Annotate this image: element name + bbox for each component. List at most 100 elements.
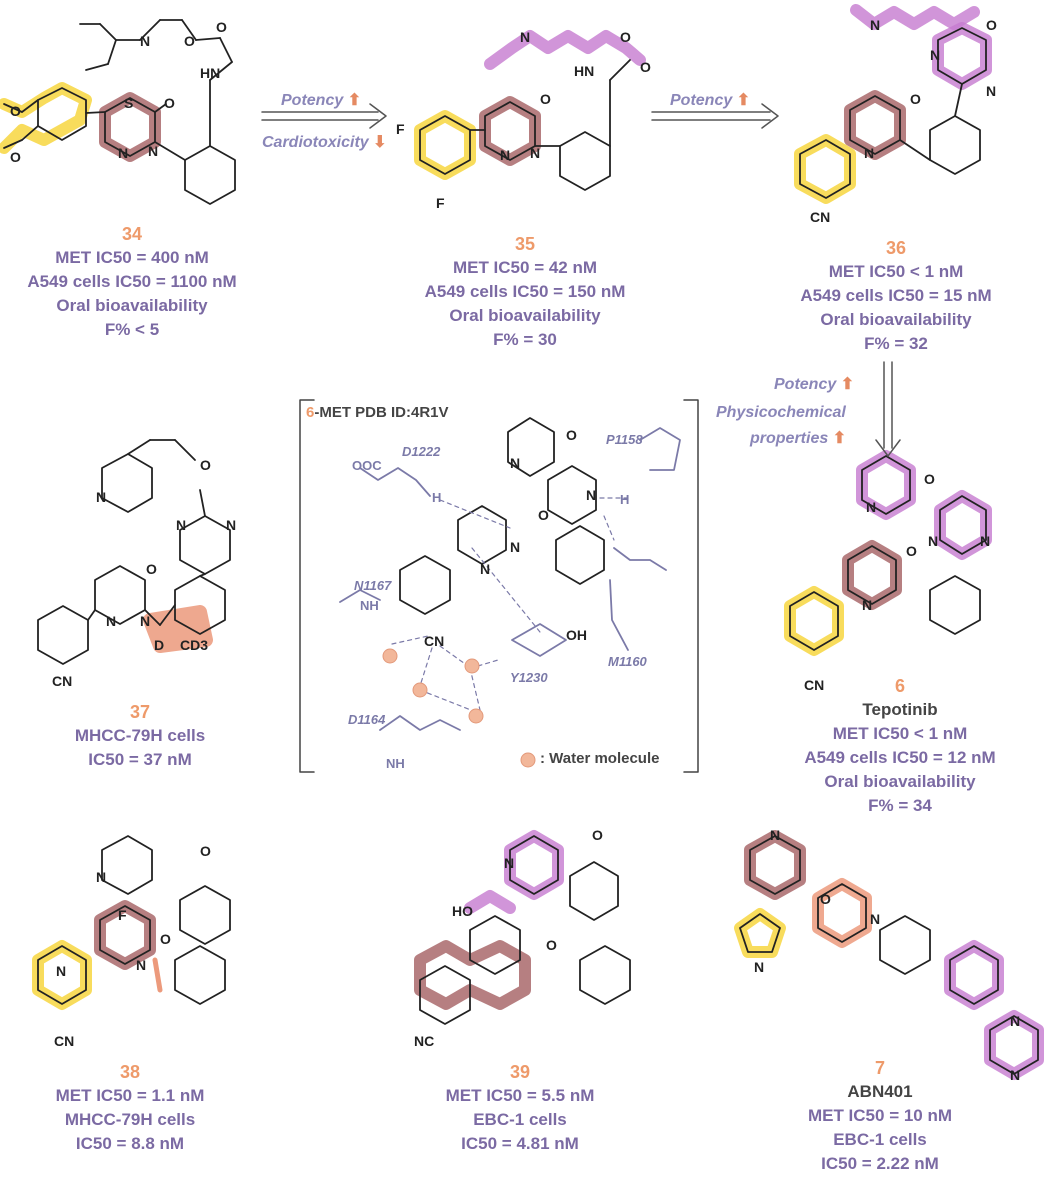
caption-line: MET IC50 = 5.5 nM — [445, 1086, 595, 1105]
highlight-36-amine-chain — [850, 4, 980, 30]
binding-box-title: 6-MET PDB ID:4R1V — [306, 404, 449, 421]
atom-label: N — [96, 869, 106, 885]
caption-line: A549 cells IC50 = 15 nM — [800, 286, 992, 305]
highlight-7-phenyl — [944, 940, 1004, 1010]
atom-label: N — [870, 911, 880, 927]
atom-label: F — [396, 121, 405, 137]
highlight-39-tricyclic — [414, 940, 531, 1010]
atom-label: OH — [566, 627, 587, 643]
highlight-36-pyridazinone — [844, 90, 906, 160]
drug-name: ABN401 — [847, 1082, 913, 1101]
caption-line: EBC-1 cells — [473, 1110, 567, 1129]
caption-line: Oral bioavailability — [449, 306, 601, 325]
residue-label: D1222 — [402, 444, 441, 459]
atom-label: N — [510, 539, 520, 555]
atom-label: HN — [200, 65, 220, 81]
highlight-35-difluorophenyl — [414, 110, 476, 180]
water-legend-label: : Water molecule — [540, 750, 660, 767]
arrow-label-text: properties — [750, 430, 829, 447]
atom-label: N — [928, 533, 938, 549]
arrow-label-potency-1: Potency ⬆ — [281, 90, 361, 110]
water-molecule — [464, 658, 480, 674]
atom-label: OOC — [352, 458, 382, 473]
atom-label: O — [546, 937, 557, 953]
caption-34: 34 MET IC50 = 400 nM A549 cells IC50 = 1… — [0, 222, 264, 342]
caption-line: IC50 = 37 nM — [88, 750, 192, 769]
atom-label: N — [1010, 1067, 1020, 1083]
atom-label: O — [216, 19, 227, 35]
structure-34 — [0, 19, 236, 205]
arrow-36-to-6 — [875, 361, 901, 457]
atom-label: N — [176, 517, 186, 533]
water-molecule — [382, 648, 398, 664]
compound-number: 7 — [874, 1058, 885, 1078]
caption-39: 39 MET IC50 = 5.5 nM EBC-1 cells IC50 = … — [420, 1060, 620, 1156]
atom-label: CN — [804, 677, 824, 693]
atom-label: NH — [360, 598, 379, 613]
atom-label: O — [566, 427, 577, 443]
structure-7 — [734, 830, 1044, 1080]
atom-label: O — [820, 891, 831, 907]
atom-label: N — [500, 147, 510, 163]
caption-6: 6 Tepotinib MET IC50 < 1 nM A549 cells I… — [770, 674, 1030, 818]
highlight-6-cyanophenyl — [784, 586, 844, 656]
arrow-35-to-36 — [651, 103, 779, 129]
arrow-label-cardiotoxicity: Cardiotoxicity ⬇ — [262, 132, 387, 152]
atom-label: O — [620, 29, 631, 45]
structure-39 — [414, 830, 631, 1025]
atom-label: N — [140, 33, 150, 49]
arrow-up-icon: ⬆ — [840, 376, 855, 393]
arrow-up-icon: ⬆ — [736, 92, 751, 109]
atom-label: H — [620, 492, 629, 507]
residue-label: N1167 — [354, 578, 392, 593]
atom-label: N — [930, 47, 940, 63]
atom-label: CN — [54, 1033, 74, 1049]
atom-label: N — [520, 29, 530, 45]
atom-labels: O O S O N N HN N O O F F O N N HN N O O … — [10, 17, 1020, 1083]
caption-line: IC50 = 4.81 nM — [461, 1134, 579, 1153]
water-molecule — [468, 708, 484, 724]
arrow-label-physchem-1: Physicochemical — [716, 404, 846, 421]
atom-label: O — [540, 91, 551, 107]
water-molecule — [412, 682, 428, 698]
atom-label: N — [226, 517, 236, 533]
arrow-label-text: Potency — [774, 376, 837, 393]
atom-label: O — [910, 91, 921, 107]
atom-label: N — [770, 827, 780, 843]
atom-label: N — [586, 487, 596, 503]
atom-label: NH — [386, 756, 405, 771]
highlight-34-dimethoxy — [0, 82, 92, 154]
atom-label: N — [754, 959, 764, 975]
atom-label: O — [200, 843, 211, 859]
caption-line: F% = 34 — [868, 796, 932, 815]
compound-number: 38 — [119, 1062, 141, 1082]
structure-37 — [37, 439, 231, 665]
atom-label: HO — [452, 903, 473, 919]
atom-label: O — [184, 33, 195, 49]
caption-37: 37 MHCC-79H cells IC50 = 37 nM — [40, 700, 240, 772]
atom-label: O — [160, 931, 171, 947]
atom-label: N — [56, 963, 66, 979]
caption-line: IC50 = 8.8 nM — [75, 1134, 185, 1153]
atom-label: D — [154, 637, 164, 653]
box-compound-number: 6 — [306, 404, 315, 421]
arrow-label-physchem-2: properties ⬆ — [750, 428, 846, 448]
arrow-label-text: Potency — [281, 92, 344, 109]
atom-label: HN — [574, 63, 594, 79]
atom-label: O — [200, 457, 211, 473]
residue-label: P1158 — [606, 432, 643, 447]
binding-box — [299, 399, 699, 773]
atom-label: O — [10, 103, 21, 119]
compound-number: 35 — [514, 234, 536, 254]
atom-label: F — [436, 195, 445, 211]
atom-label: N — [870, 17, 880, 33]
atom-label: O — [10, 149, 21, 165]
caption-line: F% = 30 — [493, 330, 557, 349]
caption-line: MET IC50 = 10 nM — [807, 1106, 953, 1125]
caption-line: MET IC50 < 1 nM — [828, 262, 964, 281]
atom-label: O — [640, 59, 651, 75]
water-legend-icon — [520, 752, 536, 768]
water-molecules — [382, 648, 536, 768]
atom-label: O — [164, 95, 175, 111]
caption-line: MET IC50 < 1 nM — [832, 724, 968, 743]
